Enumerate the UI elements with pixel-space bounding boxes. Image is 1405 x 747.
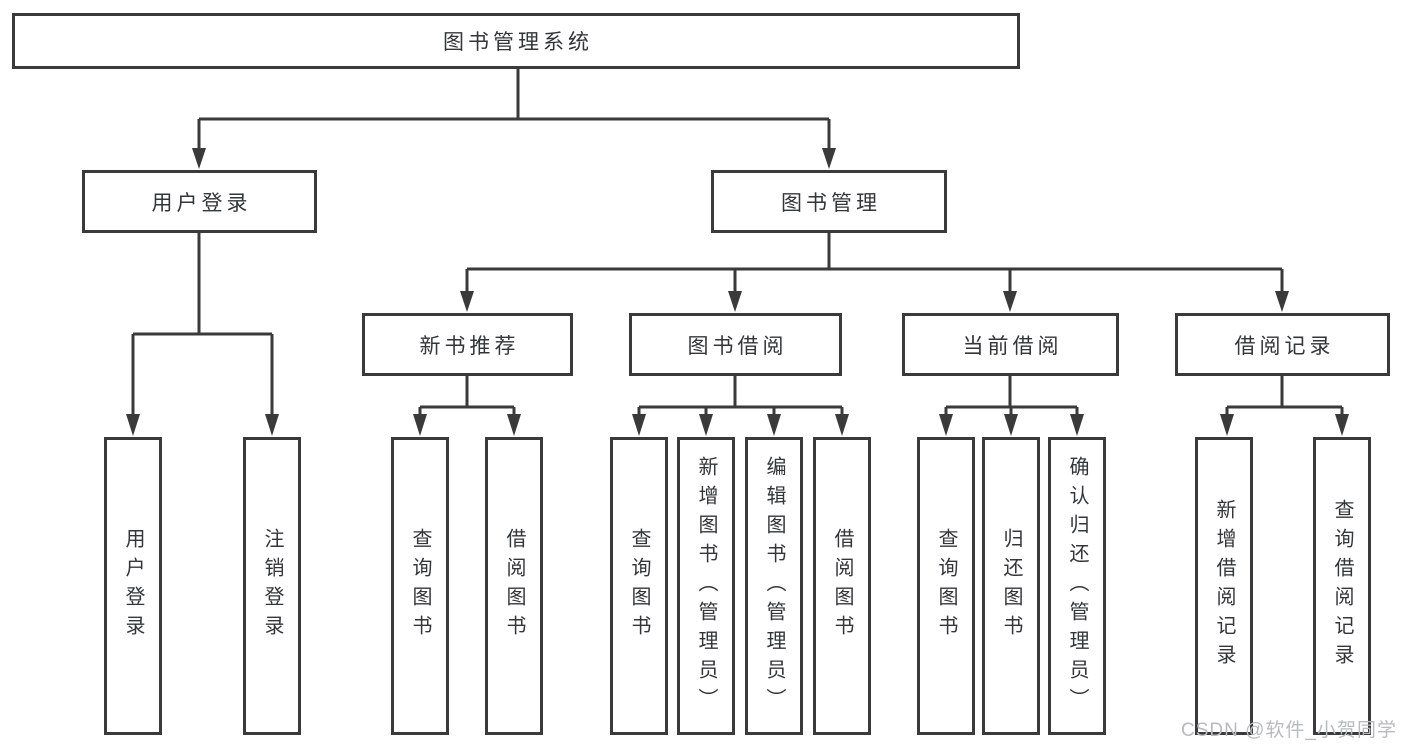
- leaf-logout: 注销登录: [243, 437, 301, 735]
- node-borrowing-records: 借阅记录: [1175, 313, 1390, 376]
- leaf-add-borrow-record: 新增借阅记录: [1195, 437, 1253, 735]
- node-book-management-branch: 图书管理: [711, 170, 947, 233]
- node-current-borrowing: 当前借阅: [902, 313, 1119, 376]
- leaf-confirm-return-admin: 确认归还（管理员）: [1048, 437, 1106, 735]
- leaf-query-books-recommend: 查询图书: [391, 437, 449, 735]
- node-user-login-branch: 用户登录: [82, 170, 317, 233]
- leaf-query-borrow-record: 查询借阅记录: [1313, 437, 1371, 735]
- leaf-add-books-admin: 新增图书（管理员）: [677, 437, 735, 735]
- leaf-edit-books-admin: 编辑图书（管理员）: [745, 437, 803, 735]
- node-library-management-system: 图书管理系统: [12, 13, 1020, 69]
- node-new-book-recommendation: 新书推荐: [362, 313, 573, 376]
- leaf-return-books: 归还图书: [982, 437, 1040, 735]
- leaf-borrow-books-recommend: 借阅图书: [485, 437, 543, 735]
- leaf-query-books-borrowing: 查询图书: [610, 437, 668, 735]
- node-book-borrowing: 图书借阅: [629, 313, 842, 376]
- leaf-query-books-current: 查询图书: [917, 437, 975, 735]
- leaf-user-login: 用户登录: [104, 437, 162, 735]
- leaf-borrow-books: 借阅图书: [813, 437, 871, 735]
